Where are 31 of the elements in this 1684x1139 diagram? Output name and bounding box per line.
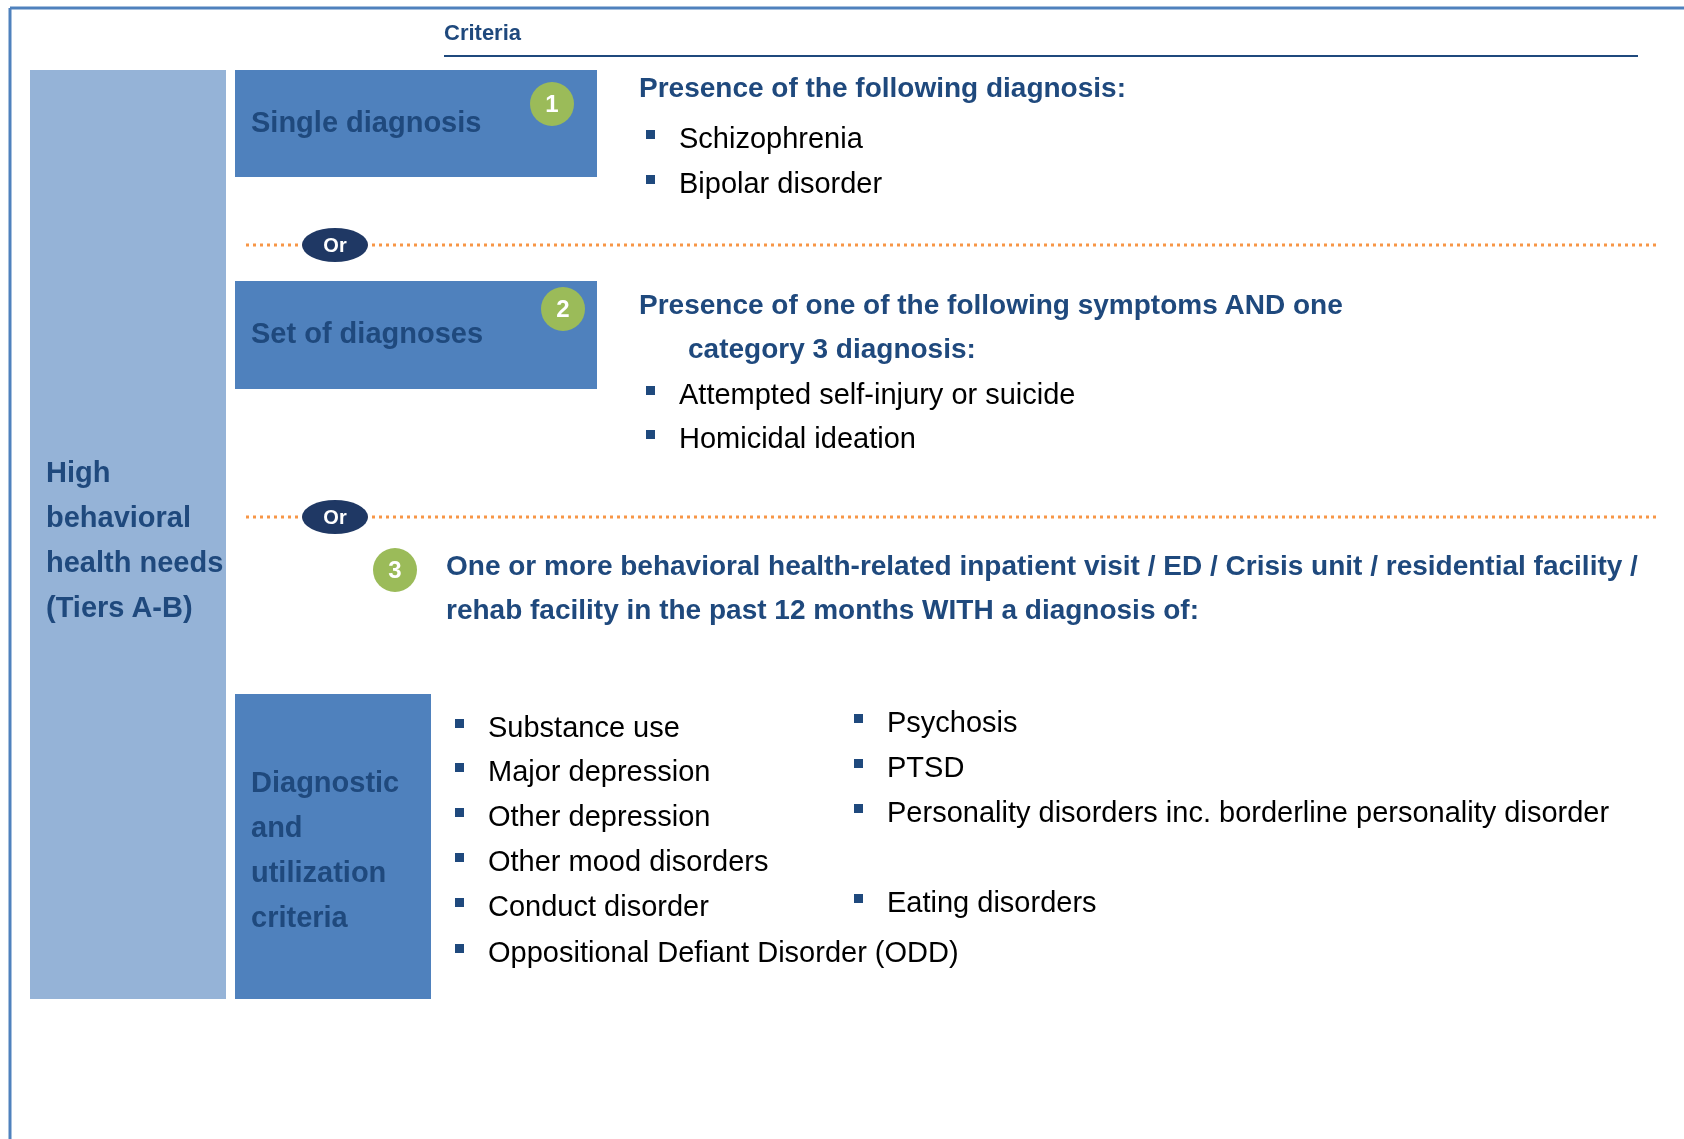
list-item: Bipolar disorder [679,166,884,201]
list-item: Major depression [488,754,712,789]
list-item: Other mood disorders [488,844,770,879]
list-item: Personality disorders inc. borderline personality disorder [887,795,1611,830]
number-badge: 1 [530,82,574,126]
number-badge: 3 [373,548,417,592]
criterion-label: Set of diagnoses [251,316,485,351]
or-pill: Or [302,228,368,262]
criterion-heading: Presence of one of the following symptoms AND one category 3 diagnosis: [639,288,1344,366]
criterion-box [235,70,597,177]
number-badge: 2 [541,287,585,331]
list-item: Eating disorders [887,885,1098,920]
or-pill: Or [302,500,368,534]
list-item: Homicidal ideation [679,421,917,456]
list-item: Substance use [488,710,681,745]
list-item: Psychosis [887,705,1019,740]
list-item: Conduct disorder [488,889,710,924]
category-band [30,70,226,999]
list-item: Attempted self-injury or suicide [679,377,1077,412]
criterion-label: Single diagnosis [251,105,483,140]
criterion-heading: One or more behavioral health-related inpatient visit / ED / Crisis unit / residential facility / rehab facility in the past 12 months WITH a diagnosis of: [446,549,1639,627]
category-label: High behavioral health needs (Tiers A-B) [46,455,225,625]
list-item: Oppositional Defiant Disorder (ODD) [488,935,960,970]
criterion-heading: Presence of the following diagnosis: [639,71,1127,105]
criterion-box [235,694,431,999]
list-item: Other depression [488,799,712,834]
list-item: PTSD [887,750,966,785]
criterion-box [235,281,597,389]
list-item: Schizophrenia [679,121,864,156]
column-header: Criteria [444,19,523,47]
criterion-label: Diagnostic and utilization criteria [251,765,401,935]
